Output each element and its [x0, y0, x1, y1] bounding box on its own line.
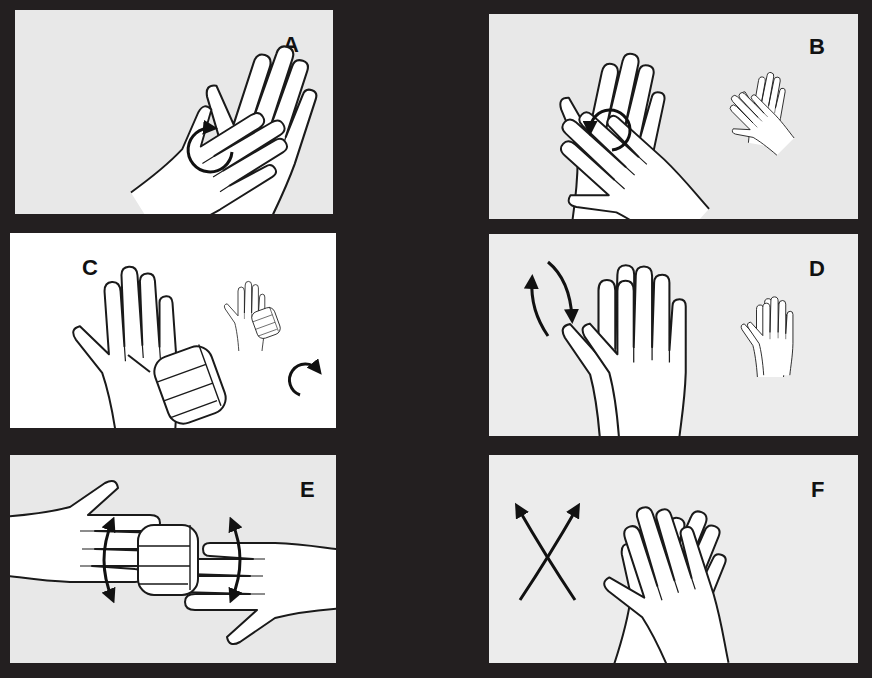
hand-figure	[747, 297, 793, 375]
finger-lock-drawing	[10, 481, 336, 644]
hand-figure	[69, 264, 182, 428]
step-letter: C	[82, 257, 98, 279]
step-letter: B	[809, 36, 825, 58]
hand-figure	[583, 267, 686, 436]
hand-stroke	[289, 364, 318, 395]
drawing-group	[741, 297, 793, 377]
hand-figure	[250, 306, 282, 341]
step-letter: A	[283, 34, 299, 56]
step-panel: B	[489, 14, 858, 219]
hand-stroke	[520, 508, 577, 600]
palm-rub-drawing	[113, 27, 329, 214]
step-letter: E	[300, 479, 315, 501]
hand-stroke	[104, 522, 112, 598]
hand-figure	[224, 281, 264, 351]
back-rub-drawing	[526, 41, 796, 219]
interlace-drawing	[532, 262, 793, 436]
hand-figure	[113, 76, 304, 214]
hand-stroke	[590, 110, 630, 150]
hand-figure	[585, 495, 735, 663]
step-panel: E	[10, 455, 336, 663]
step-panel: A	[15, 10, 333, 214]
thumb-rub-drawing	[69, 264, 318, 428]
hand-figure	[171, 543, 336, 644]
hand-figure	[10, 481, 174, 582]
hand-stroke	[532, 280, 548, 336]
step-panel: D	[489, 234, 858, 436]
hand-figure	[150, 342, 230, 428]
hand-figure	[171, 27, 328, 214]
step-letter: F	[811, 479, 824, 501]
step-letter: D	[809, 258, 825, 280]
hand-stroke	[548, 262, 572, 318]
hand-stroke	[232, 522, 240, 598]
hand-figure	[526, 93, 713, 219]
hand-figure	[537, 41, 672, 219]
step-panel: C	[10, 233, 336, 428]
drawing-group	[714, 68, 796, 166]
hand-figure	[714, 84, 796, 166]
hand-stroke	[188, 128, 232, 172]
step-panel: F	[489, 455, 858, 663]
hand-figure	[741, 299, 787, 377]
hand-figure	[581, 490, 740, 663]
hand-stroke	[128, 355, 150, 372]
drawing-group	[224, 281, 282, 351]
hand-figure	[733, 68, 788, 147]
hand-stroke	[518, 508, 575, 600]
hand-figure	[138, 525, 198, 595]
crossed-fingers-drawing	[518, 490, 739, 663]
hand-figure	[563, 265, 669, 436]
